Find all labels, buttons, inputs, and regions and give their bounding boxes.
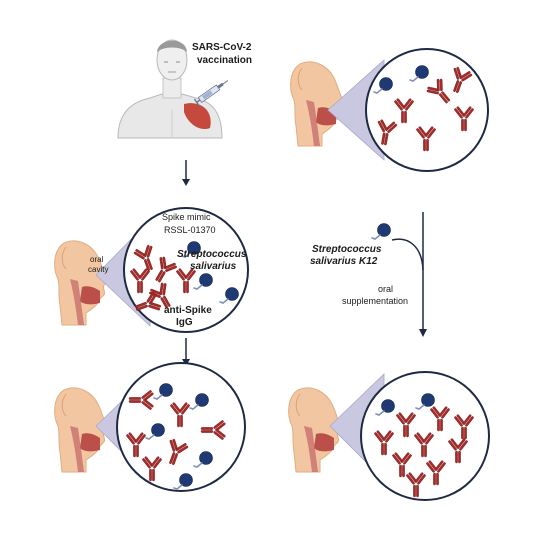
person-vaccination-icon [117, 39, 223, 139]
bacterium-icon [371, 222, 392, 240]
head-profile-icon [54, 240, 109, 326]
spike-mimic-label-line1: Spike mimic [162, 212, 211, 222]
oral-view-bottom-right [288, 371, 490, 501]
vaccination-label-line1: SARS-CoV-2 [192, 42, 252, 53]
spike-mimic-label-line2: RSSL-01370 [164, 225, 216, 235]
antibody-label-line2: IgG [176, 317, 193, 328]
oral-cavity-label-line2: cavity [88, 265, 108, 274]
k12-label-line2: salivarius K12 [310, 256, 378, 267]
supplement-label-line2: supplementation [342, 296, 408, 306]
antibody-label-line1: anti-Spike [164, 305, 212, 316]
supplement-label-line1: oral [378, 284, 393, 294]
k12-label-line1: Streptococcus [312, 244, 382, 255]
species-label-line2: salivarius [190, 261, 237, 272]
oral-view-top-right [290, 48, 489, 172]
zoom-circle [123, 207, 249, 333]
oral-view-bottom-left [54, 362, 246, 492]
vaccination-label-line2: vaccination [197, 55, 252, 66]
syringe-icon [193, 80, 229, 106]
species-label-line1: Streptococcus [177, 249, 247, 260]
merge-curve [391, 238, 424, 271]
oral-cavity-panel: oral cavity Spike mimic RSSL-01370 Strep… [54, 207, 249, 333]
flow-arrows [182, 160, 427, 366]
arrowhead-3 [419, 329, 427, 337]
oral-cavity-label-line1: oral [90, 255, 104, 264]
arrowhead-1 [182, 179, 190, 186]
supplementation-panel: Streptococcus salivarius K12 oral supple… [310, 222, 408, 306]
vaccination-panel: SARS-CoV-2 vaccination [117, 39, 252, 139]
